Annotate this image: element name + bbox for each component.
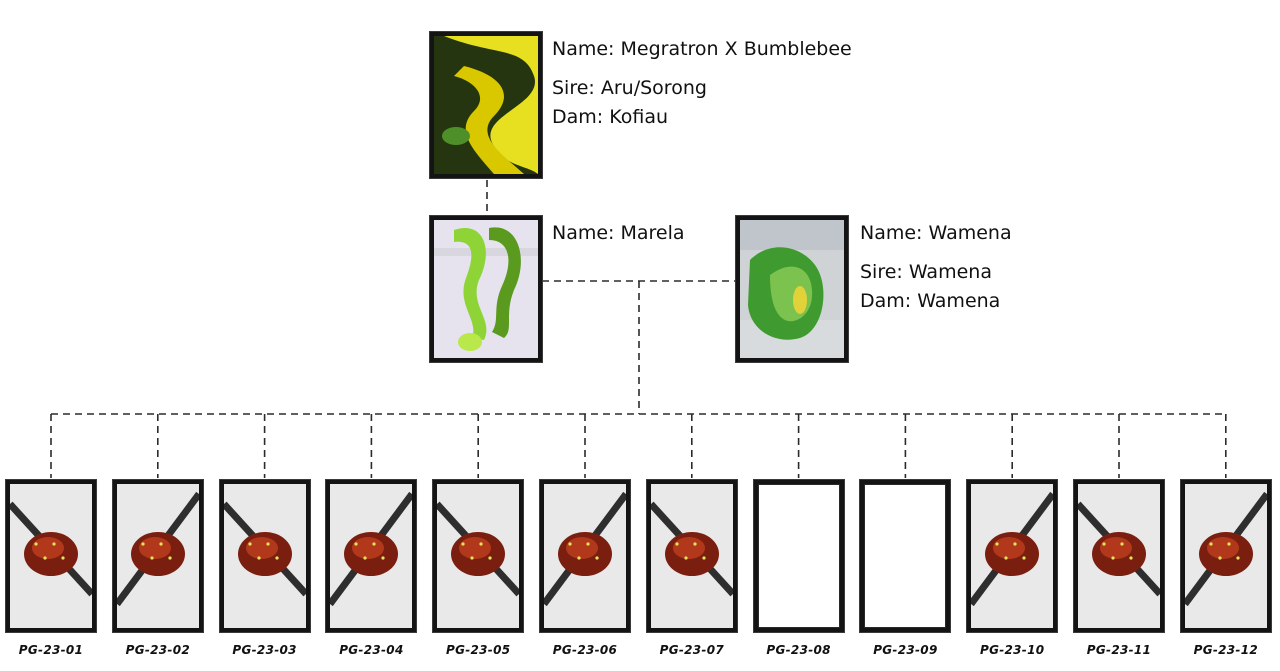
grandparent-photo (430, 32, 542, 178)
offspring-label: PG-23-12 (1193, 643, 1258, 657)
offspring-label: PG-23-10 (979, 643, 1045, 657)
offspring-label: PG-23-03 (232, 643, 297, 657)
offspring-label: PG-23-09 (873, 643, 938, 657)
offspring-photo (433, 480, 524, 632)
hatchling-image (650, 484, 733, 628)
grandparent-sire: Sire: Aru/Sorong (552, 77, 707, 99)
offspring-label: PG-23-11 (1086, 643, 1152, 657)
hatchling-image (437, 484, 520, 628)
offspring-photo (112, 480, 203, 632)
marela-info: Name: Marela (552, 219, 685, 248)
hatchling-image (330, 484, 413, 628)
wamena-name: Name: Wamena (860, 222, 1012, 244)
hatchling-image (971, 484, 1054, 628)
hatchling-image (544, 484, 626, 628)
offspring-photo (219, 480, 310, 632)
offspring-photo (326, 480, 417, 632)
wamena-snake-image (740, 220, 844, 358)
marela-name: Name: Marela (552, 222, 685, 244)
offspring-label: PG-23-07 (659, 643, 724, 657)
offspring-photo (646, 480, 737, 632)
hatchling-image (223, 484, 306, 628)
offspring-label: PG-23-01 (18, 643, 84, 657)
offspring-photo (860, 480, 951, 632)
grandparent-dam: Dam: Kofiau (552, 106, 669, 128)
hatchling-image (10, 484, 92, 628)
offspring-photo (967, 480, 1058, 632)
marela-snake-image (434, 220, 538, 358)
grandparent-name: Name: Megratron X Bumblebee (552, 38, 852, 60)
offspring-photo (6, 480, 96, 632)
hatchling-image (1078, 484, 1160, 628)
offspring-photo (540, 480, 630, 632)
offspring-label: PG-23-02 (125, 643, 190, 657)
offspring-label: PG-23-06 (552, 643, 618, 657)
offspring-label: PG-23-08 (766, 643, 831, 657)
offspring-photo (753, 480, 844, 632)
wamena-photo (736, 216, 848, 362)
offspring-label: PG-23-04 (339, 643, 404, 657)
grandparent-snake-image (434, 36, 538, 174)
hatchling-image (1184, 484, 1267, 628)
wamena-info: Name: Wamena Sire: Wamena Dam: Wamena (860, 219, 1012, 316)
offspring-photo (1180, 480, 1271, 632)
offspring-label: PG-23-05 (445, 643, 511, 657)
marela-photo (430, 216, 542, 362)
wamena-dam: Dam: Wamena (860, 290, 1001, 312)
hatchling-image (116, 484, 199, 628)
grandparent-info: Name: Megratron X Bumblebee Sire: Aru/So… (552, 35, 852, 132)
offspring-photo (1074, 480, 1164, 632)
wamena-sire: Sire: Wamena (860, 261, 992, 283)
